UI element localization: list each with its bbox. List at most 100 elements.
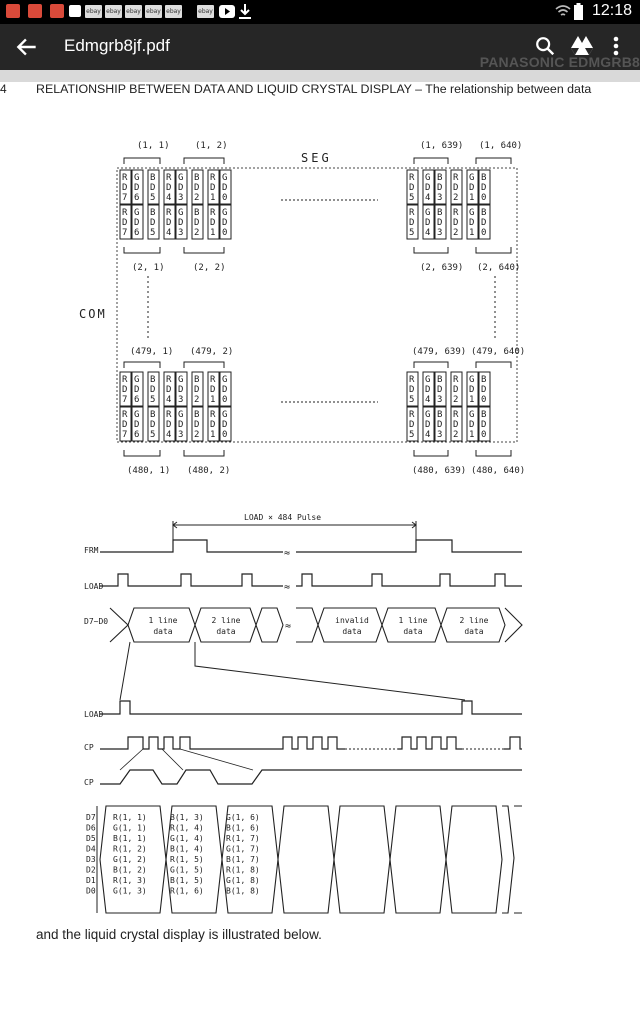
lcd-cell-label: D [425,183,430,193]
time-break: ≈ [284,582,290,593]
lcd-cell-label: 5 [409,430,414,440]
lcd-cell-label: R [210,375,216,385]
lcd-cell-label: D [194,385,199,395]
lcd-cell-label: R [453,173,459,183]
lcd-cell [119,406,132,442]
lcd-cell-label: B [194,410,199,420]
bracket [123,450,161,457]
lcd-cell-label: D [481,385,486,395]
footer-text: and the liquid crystal display is illust… [36,927,322,942]
lcd-cell-label: D [166,385,171,395]
bus-cell-label: data [216,627,235,636]
lcd-cell [406,169,419,205]
bus-bit-value: B(1, 8) [226,887,260,896]
lcd-cell-label: D [122,420,127,430]
bus-cell-label: 1 line [149,616,178,625]
lcd-cell-label: D [222,385,227,395]
lcd-cell-label: G [178,410,183,420]
lcd-cell [450,406,463,442]
search-icon[interactable] [534,35,556,57]
coordinate-label: (479, 1) [130,347,173,357]
lcd-frame [116,167,518,443]
lcd-cell [422,406,435,442]
lcd-cell [175,371,188,407]
lcd-cell-label: R [166,208,172,218]
lcd-cell [478,169,491,205]
lcd-cell-label: 5 [409,193,414,203]
lcd-cell-label: 5 [409,228,414,238]
lcd-cell-label: D [437,183,442,193]
lcd-cell-label: 0 [222,228,227,238]
back-arrow-icon[interactable] [14,34,40,60]
bus-bit-value: B(1, 7) [226,855,260,864]
lcd-cell-label: R [409,410,415,420]
bracket [123,157,161,164]
lcd-cell-label: D [150,183,155,193]
lcd-cell-label: D [222,218,227,228]
coordinate-label: (2, 640) [477,263,520,273]
lcd-cell-label: 3 [178,228,183,238]
lcd-cell-label: D [409,183,414,193]
lcd-cell [422,169,435,205]
pdf-page-diagram: RD7RD7GD6GD6BD5BD5RD4RD4GD3GD3BD2BD2RD1R… [79,141,525,914]
lcd-cell-label: 3 [437,193,442,203]
section-heading: RELATIONSHIP BETWEEN DATA AND LIQUID CRY… [36,82,592,96]
lcd-cell-label: 3 [437,430,442,440]
lcd-cell-label: B [437,208,442,218]
lcd-cell-label: B [481,173,486,183]
page-header-strip [0,70,640,82]
lcd-cell [207,169,220,205]
bracket [475,157,512,164]
bus-cell [317,607,383,643]
bus-bit-value: G(1, 4) [170,834,204,843]
bus-bit-value: B(1, 6) [226,824,260,833]
lcd-cell-label: 4 [166,430,171,440]
bus-cell [194,607,257,643]
lcd-cell-label: 1 [210,228,215,238]
bus-cell [127,607,196,643]
drive-icon[interactable] [570,35,594,57]
lcd-cell-label: D [166,183,171,193]
lcd-cell-label: 5 [150,395,155,405]
lcd-cell [478,406,491,442]
bus-cell [255,607,284,643]
lcd-cell-label: 3 [437,228,442,238]
bus-bit-value: G(1, 2) [113,855,147,864]
zoom-lines [119,641,466,701]
lcd-cell-label: D [122,218,127,228]
lcd-cell [406,406,419,442]
lcd-cell-label: B [150,375,155,385]
lcd-cell-label: R [210,173,216,183]
bus-bit-value: G(1, 5) [170,866,204,875]
time-break: ≈ [285,621,291,632]
lcd-cell-label: D [122,183,127,193]
download-icon [239,4,251,19]
lcd-cell-label: G [469,375,474,385]
bus-bit-label: D7 [86,813,96,822]
bracket [413,450,449,457]
bus-cell-label: data [342,627,361,636]
lcd-cell-label: 4 [425,193,430,203]
lcd-cell [450,169,463,205]
lcd-cell [406,371,419,407]
lcd-cell-label: D [409,385,414,395]
lcd-cell-label: D [481,420,486,430]
more-vert-icon[interactable] [607,35,625,57]
lcd-cell [207,406,220,442]
lcd-cell-label: 4 [425,430,430,440]
lcd-cell-label: D [453,183,458,193]
bus-cell-label: invalid [335,616,369,625]
bracket [413,157,449,164]
lcd-cell [191,169,204,205]
lcd-cell-label: R [453,208,459,218]
bus-bit-value: G(1, 1) [113,824,147,833]
bus-bit-value: G(1, 7) [226,845,260,854]
lcd-cell [466,406,479,442]
lcd-cell-label: G [469,173,474,183]
bus-cell [389,805,447,914]
lcd-cell-label: 1 [210,395,215,405]
lcd-cell-label: G [134,375,139,385]
lcd-cell-label: B [481,375,486,385]
bus-bit-label: D5 [86,834,96,843]
lcd-cell [175,406,188,442]
